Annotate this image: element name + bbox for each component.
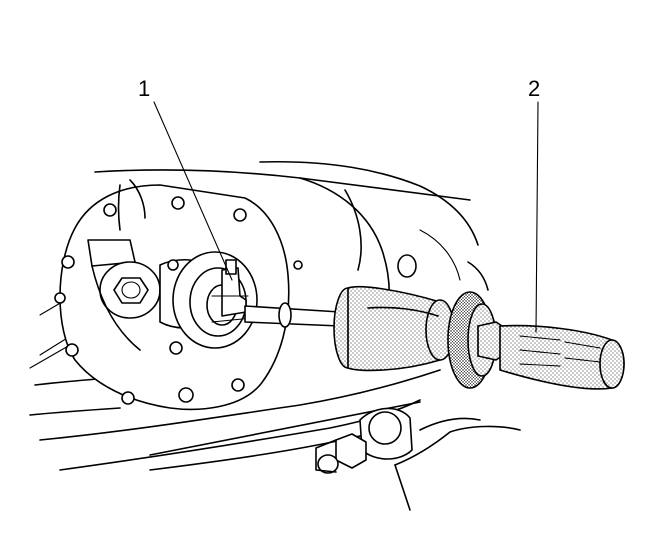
callout-1-label: 1 — [138, 76, 150, 101]
callout-2-label: 2 — [528, 76, 540, 101]
slide-hammer-tool — [244, 285, 625, 390]
callout-1-leader — [153, 101, 233, 281]
callout-2-leader — [535, 101, 539, 333]
drain-plug-icon — [99, 261, 161, 319]
output-seal-assembly — [172, 251, 258, 349]
mount-bolt-icon — [315, 407, 413, 474]
housing-bolts-icon — [54, 196, 303, 405]
